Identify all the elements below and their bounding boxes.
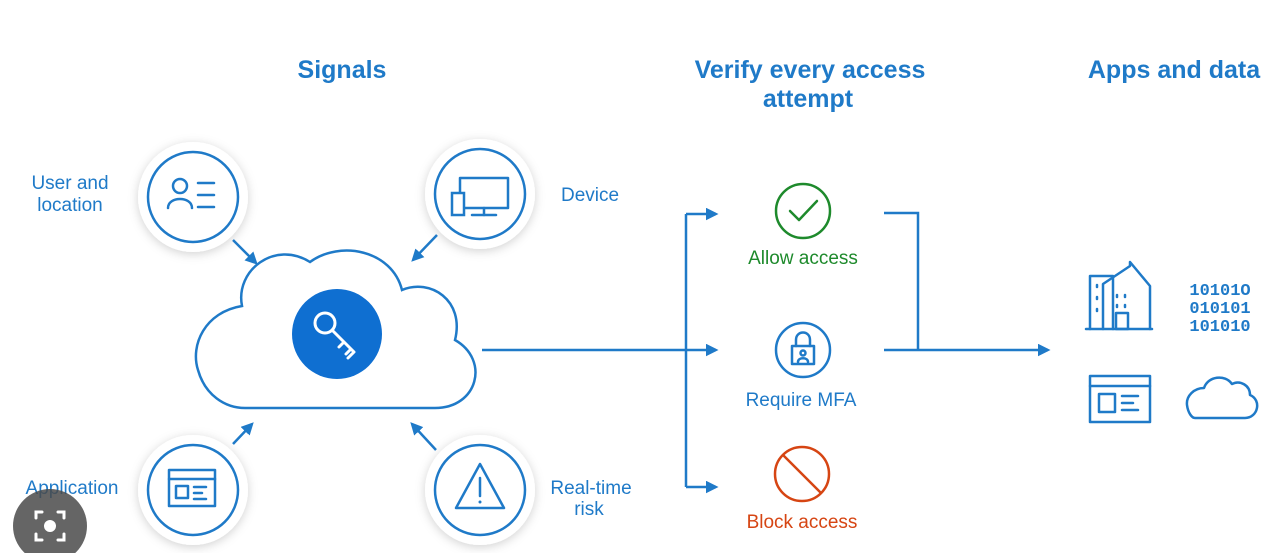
verify-heading-line1: Verify every access <box>695 56 926 84</box>
device-icon <box>450 176 510 217</box>
signals-heading: Signals <box>298 56 387 84</box>
device-arrow <box>411 234 438 262</box>
require-mfa-label: Require MFA <box>746 390 857 411</box>
apps-heading: Apps and data <box>1088 56 1261 84</box>
binary-data-icon: 10101O 010101 101010 <box>1189 282 1250 337</box>
verify-heading-line2: attempt <box>763 85 854 113</box>
risk-signal <box>425 435 535 545</box>
user-location-signal <box>138 142 248 252</box>
binary-row-1: 10101O <box>1189 282 1250 301</box>
block-circle-icon <box>773 445 831 503</box>
user-location-label-line1: User and <box>31 173 108 194</box>
decision-connector <box>482 207 719 494</box>
risk-label-line1: Real-time <box>550 478 631 499</box>
binary-row-2: 010101 <box>1189 300 1250 319</box>
warning-triangle-icon <box>454 462 506 510</box>
user-location-label-line2: location <box>37 195 103 216</box>
allow-access-label: Allow access <box>748 248 858 269</box>
device-signal <box>425 139 535 249</box>
application-signal <box>138 435 248 545</box>
key-icon <box>292 289 382 379</box>
risk-arrow <box>410 422 437 451</box>
risk-label-line2: risk <box>574 499 604 520</box>
user-arrow <box>232 239 258 265</box>
cloud-icon <box>194 249 477 410</box>
binary-row-3: 101010 <box>1189 318 1250 337</box>
device-label: Device <box>561 185 619 206</box>
building-icon <box>1084 260 1154 331</box>
cloud-storage-icon <box>1185 376 1259 420</box>
application-arrow <box>232 422 254 445</box>
application-window-icon <box>167 468 217 508</box>
app-window-icon <box>1088 374 1152 424</box>
lens-search-button[interactable] <box>13 489 87 553</box>
block-access-label: Block access <box>747 512 858 533</box>
apps-connector <box>884 211 1051 357</box>
lock-circle-icon <box>774 321 832 379</box>
check-circle-icon <box>774 182 832 240</box>
user-icon <box>166 177 216 210</box>
